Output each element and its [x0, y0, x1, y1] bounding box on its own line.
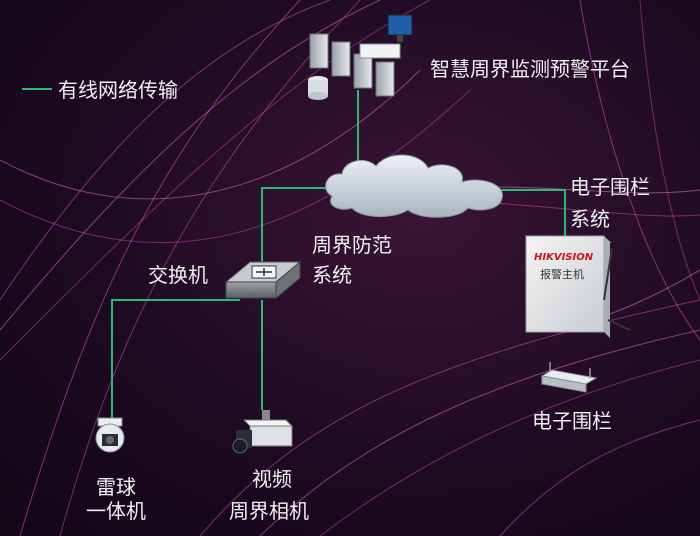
alarm-brand: HIKVISION: [534, 252, 594, 263]
platform-servers-icon: [308, 14, 413, 100]
perimeter-system-label-line2: 系统: [312, 263, 352, 287]
link-cloud-switch: [261, 187, 348, 268]
perimeter-system-label-line1: 周界防范: [312, 233, 392, 257]
network-cloud-icon: [325, 154, 503, 218]
camera-label-line1: 视频: [252, 467, 292, 491]
switch-icon: [224, 260, 302, 300]
fence-system-label-line1: 电子围栏: [570, 175, 650, 199]
legend-swatch: [22, 87, 52, 90]
wired-links: [111, 90, 566, 420]
electronic-fence-icon: [540, 362, 598, 393]
switch-label: 交换机: [148, 263, 208, 287]
fence-label: 电子围栏: [532, 409, 612, 433]
platform-label: 智慧周界监测预警平台: [430, 57, 630, 81]
alarm-host-label: 报警主机: [540, 268, 584, 281]
camera-label-line2: 周界相机: [229, 499, 309, 523]
dome-camera-icon: [95, 417, 125, 453]
fence-system-label-line2: 系统: [570, 207, 610, 231]
legend: 有线网络传输: [22, 74, 178, 103]
link-switch-dome: [111, 299, 240, 420]
dome-label-line2: 一体机: [86, 499, 146, 523]
box-camera-icon: [232, 410, 294, 454]
dome-label-line1: 雷球: [96, 475, 136, 499]
alarm-host-icon: [524, 235, 631, 338]
legend-label: 有线网络传输: [58, 78, 178, 102]
link-cloud-alarm: [500, 189, 566, 236]
